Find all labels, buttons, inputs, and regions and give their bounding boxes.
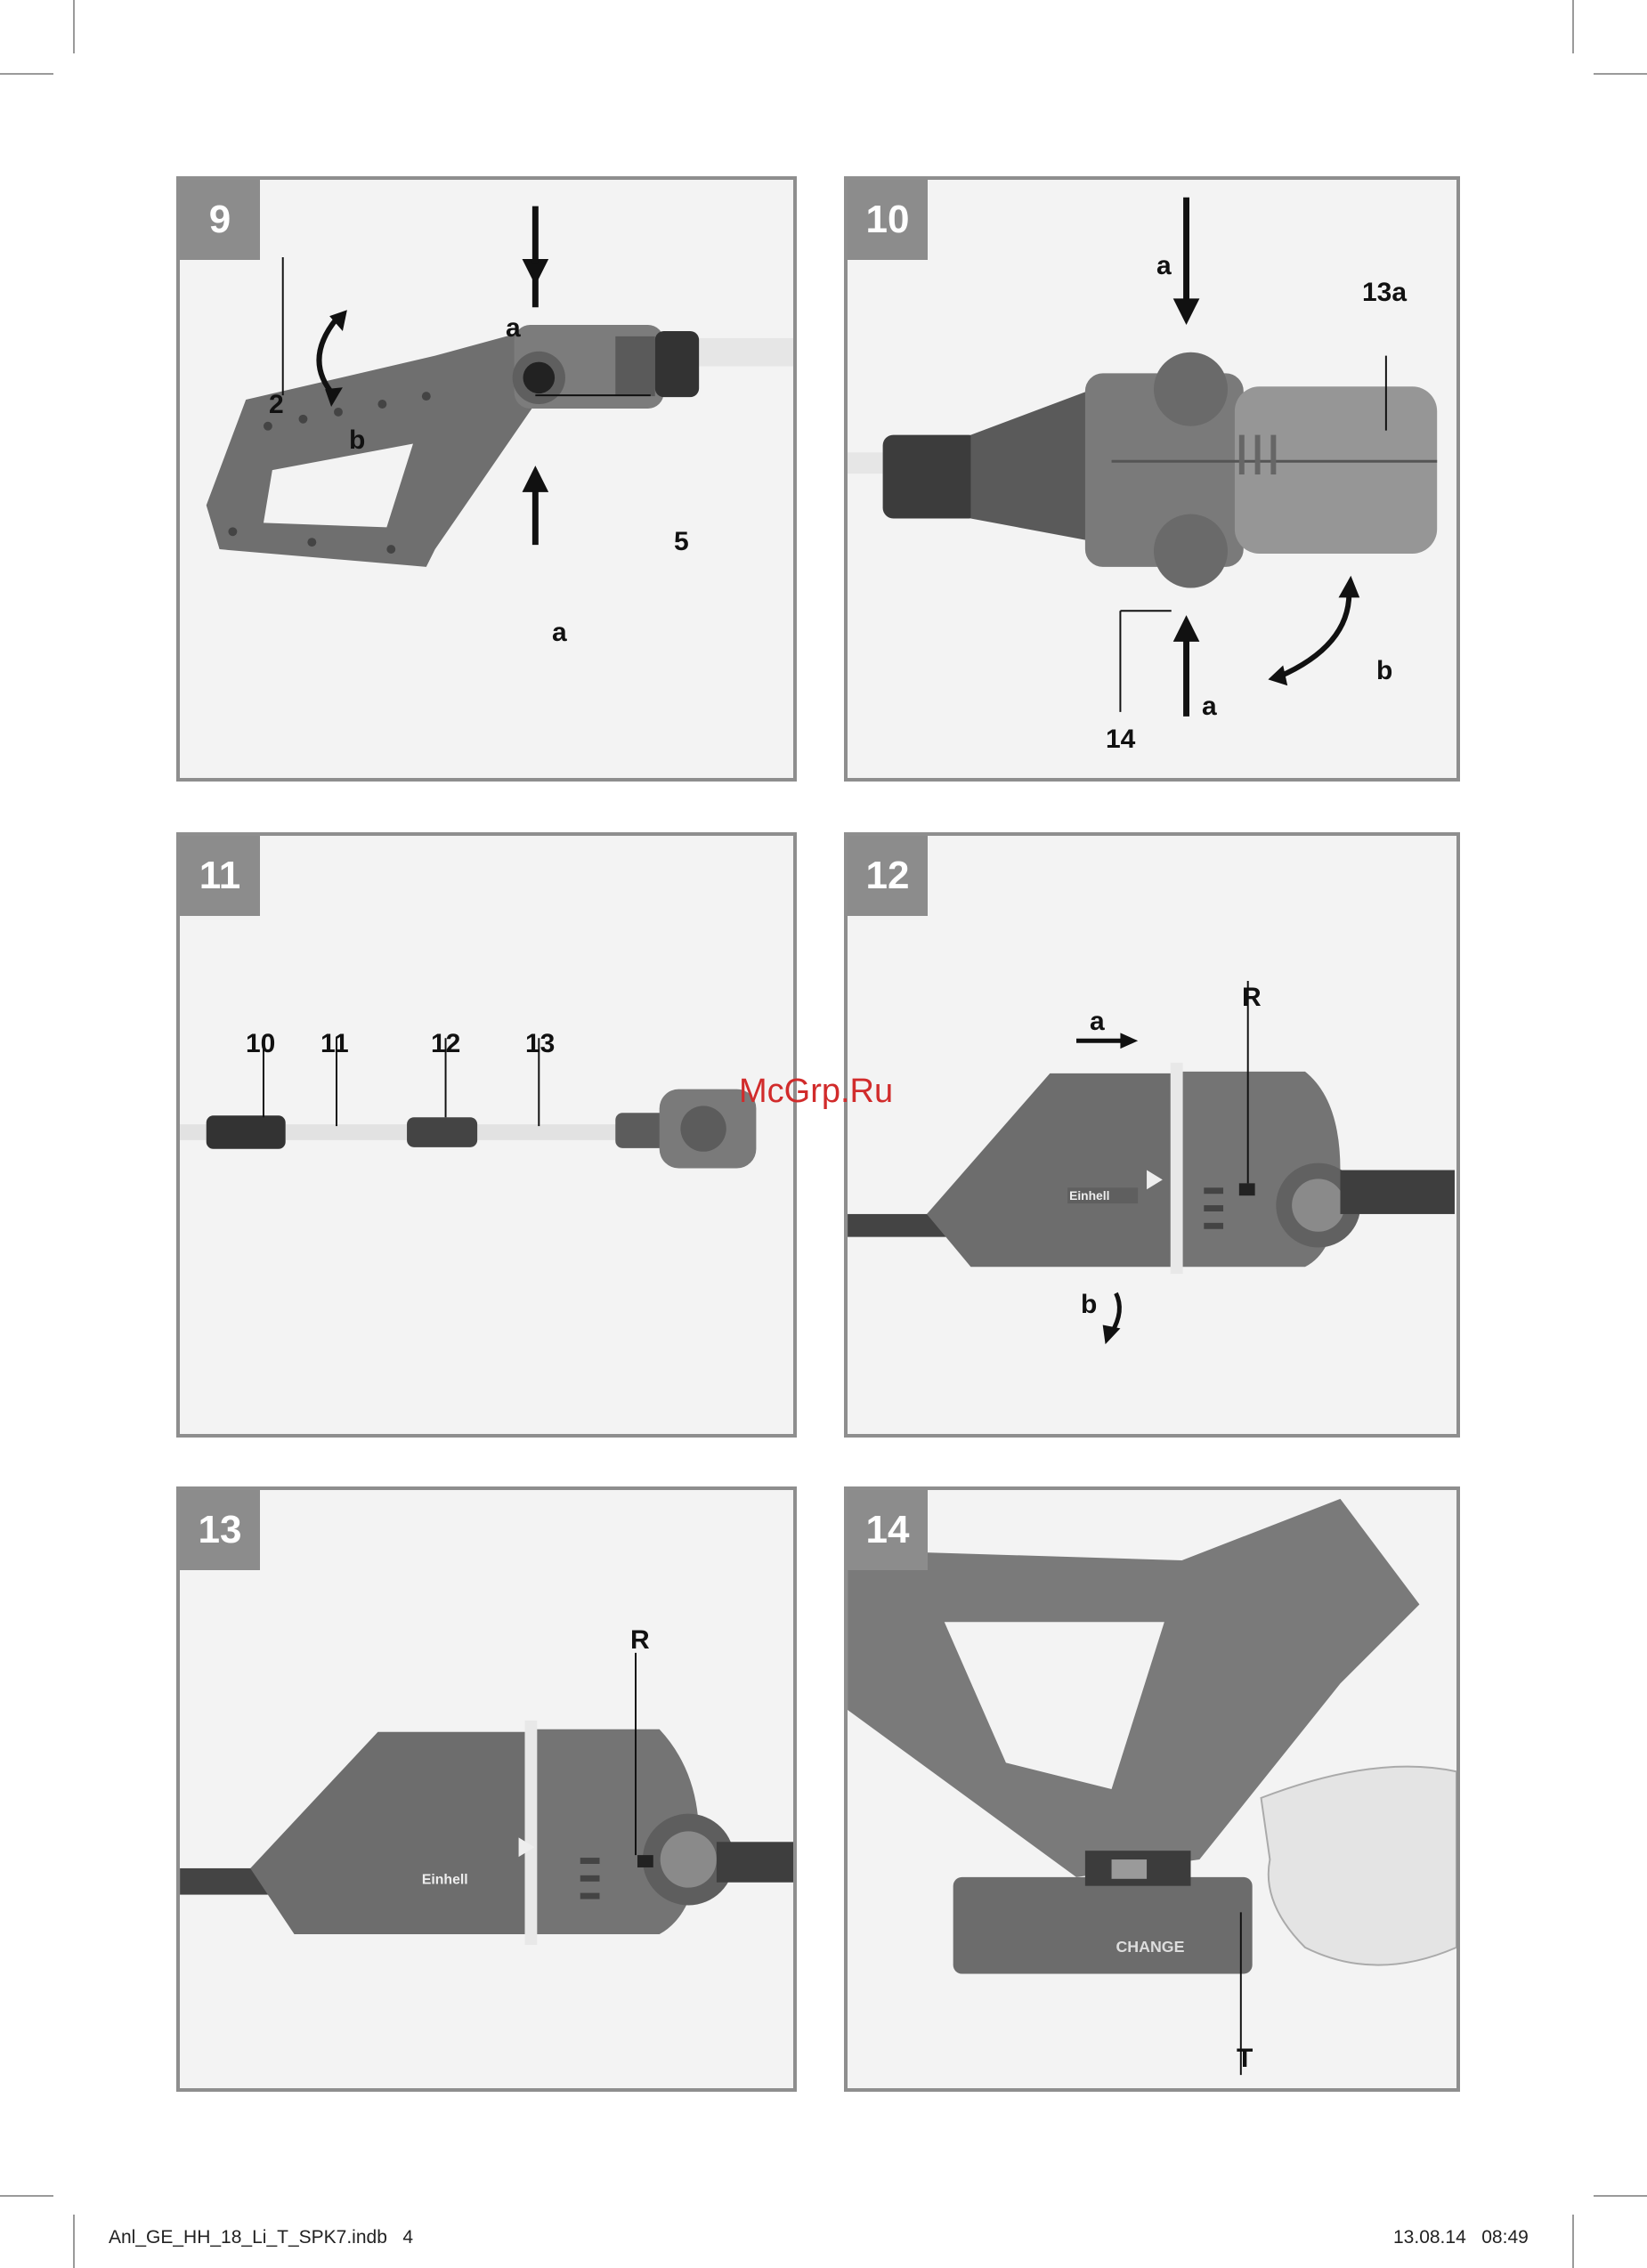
figure-labels: 10 11 12 13 xyxy=(180,836,793,1434)
label-a-bottom: a xyxy=(552,618,567,648)
crop-mark xyxy=(0,2195,53,2197)
crop-mark xyxy=(1594,73,1647,75)
figure-panel-12: 12 Einhell R a b xyxy=(844,832,1460,1438)
figure-labels: a 2 b 5 a xyxy=(180,180,793,778)
crop-mark xyxy=(73,0,75,53)
label-11: 11 xyxy=(320,1029,349,1059)
label-R: R xyxy=(630,1625,650,1656)
label-5: 5 xyxy=(674,527,689,557)
figure-panel-11: 11 10 11 12 13 xyxy=(176,832,797,1438)
figure-labels: R a b xyxy=(848,836,1456,1434)
label-10: 10 xyxy=(246,1029,275,1059)
crop-mark xyxy=(73,2215,75,2268)
label-a: a xyxy=(1090,1007,1105,1037)
crop-mark xyxy=(1572,2215,1574,2268)
label-13: 13 xyxy=(525,1029,555,1059)
label-b: b xyxy=(349,425,365,456)
figure-panel-10: 10 a 13a 14 a b xyxy=(844,176,1460,782)
label-13a: 13a xyxy=(1362,278,1407,308)
figure-panel-9: 9 a 2 b 5 a xyxy=(176,176,797,782)
label-a-top: a xyxy=(1156,251,1172,281)
label-12: 12 xyxy=(431,1029,460,1059)
crop-mark xyxy=(0,73,53,75)
label-14: 14 xyxy=(1106,725,1135,755)
footer-file-name: Anl_GE_HH_18_Li_T_SPK7.indb 4 xyxy=(109,2227,413,2248)
label-b: b xyxy=(1376,656,1392,686)
figure-labels: a 13a 14 a b xyxy=(848,180,1456,778)
watermark-text: McGrp.Ru xyxy=(739,1073,893,1111)
label-a-bottom: a xyxy=(1202,692,1217,722)
label-T: T xyxy=(1237,2044,1253,2074)
label-b: b xyxy=(1081,1290,1097,1320)
figure-panel-13: 13 Einhell R xyxy=(176,1486,797,2092)
label-a-top: a xyxy=(506,313,521,344)
footer-timestamp: 13.08.14 08:49 xyxy=(1393,2227,1529,2248)
figure-panel-14: 14 CHANGE T xyxy=(844,1486,1460,2092)
label-2: 2 xyxy=(269,390,284,420)
figure-labels: R xyxy=(180,1490,793,2088)
label-R: R xyxy=(1242,983,1262,1013)
crop-mark xyxy=(1572,0,1574,53)
figure-labels: T xyxy=(848,1490,1456,2088)
crop-mark xyxy=(1594,2195,1647,2197)
